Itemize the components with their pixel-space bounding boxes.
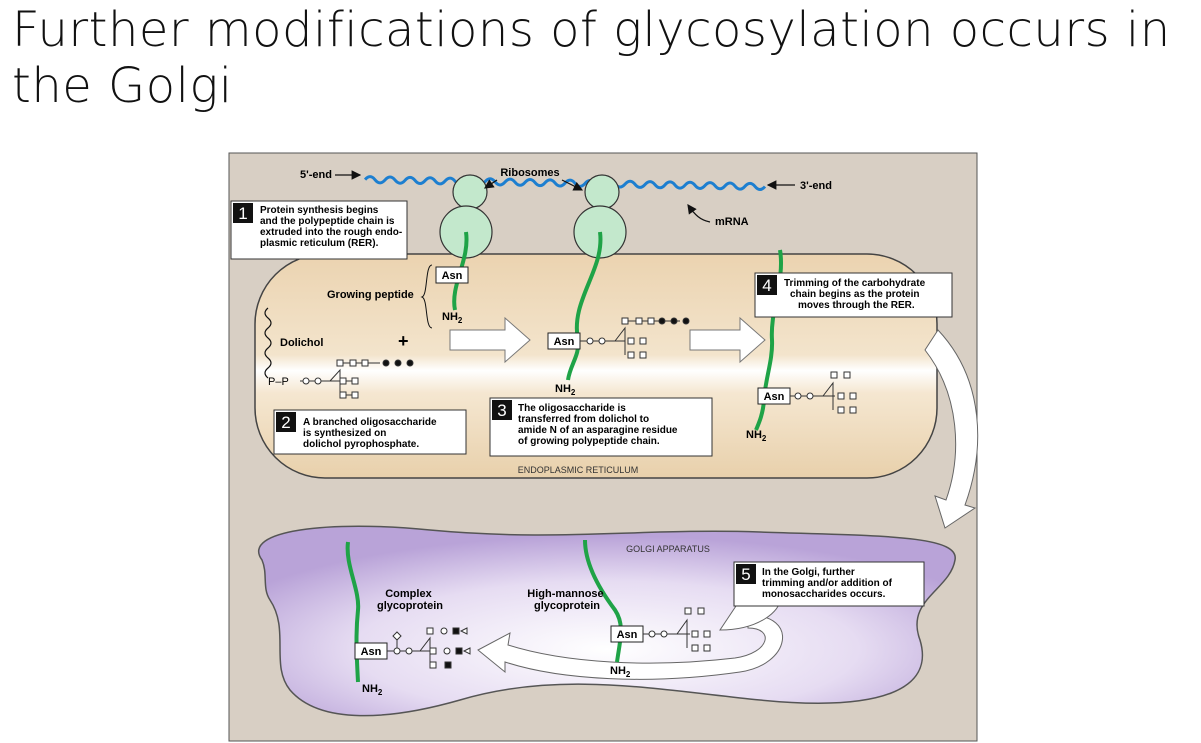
svg-text:Protein synthesis begins: Protein synthesis begins and the polypep… [260,205,405,249]
ribosome-arrow-2 [561,179,584,191]
step-4-box: 4 Trimming of the carbohydrate chain beg… [754,272,953,318]
complex-glycoprotein-label: Complex glycoprotein [377,588,443,612]
peptide-2 [566,231,603,381]
svg-text:Asn: Asn [442,270,463,282]
slide-title: Further modifications of glycosylation o… [12,2,1171,114]
high-mannose-glycoprotein-label: High-mannose glycoprotein [527,588,606,612]
nh2-complex: NH2 [362,683,383,697]
svg-text:NH2: NH2 [362,683,383,697]
nh2-1: NH2 [442,311,463,325]
oligosaccharide-dolichol [300,359,414,399]
nh2-2: NH2 [555,383,576,397]
step-1-box: 1 Protein synthesis begins and the polyp… [230,200,408,260]
growing-peptide-brace [420,264,433,329]
svg-text:Asn: Asn [554,336,575,348]
nh2-high-mannose: NH2 [610,665,631,679]
dolichol-wavy [264,307,272,379]
step-2-box: 2 A branched oligosaccharide is synthesi… [273,409,467,455]
plus-sign: + [398,331,409,351]
golgi-label: GOLGI APPARATUS [626,544,710,554]
mrna-strand [363,175,767,191]
mrna-label: mRNA [715,216,749,228]
peptide-high-mannose [583,539,623,663]
er-to-golgi-arrow [924,329,979,529]
svg-text:NH2: NH2 [442,311,463,325]
svg-text:4: 4 [762,276,771,295]
svg-text:Asn: Asn [764,391,785,403]
oligosaccharide-complex [387,627,471,669]
pyrophosphate-label: P–P [268,376,289,388]
step-3-box: 3 The oligosaccharide is transferred fro… [489,397,713,457]
dolichol-label: Dolichol [280,337,323,349]
three-prime-label: 3'-end [800,180,832,192]
step-5-box: 5 In the Golgi, further trimming and/or … [733,561,925,607]
svg-text:Asn: Asn [361,646,382,658]
golgi-return-arrow [477,614,784,680]
er-label: ENDOPLASMIC RETICULUM [518,465,639,475]
svg-text:2: 2 [281,413,290,432]
five-prime-label: 5'-end [300,169,332,181]
growing-peptide-label: Growing peptide [327,289,414,301]
er-arrow-1 [449,316,531,364]
asn-box-complex: Asn [354,642,388,660]
svg-text:In the Golgi, further tr: In the Golgi, further trimming and/or ad… [762,567,895,600]
svg-text:Asn: Asn [617,629,638,641]
oligosaccharide-high-mannose [643,607,711,652]
asn-box-2: Asn [547,332,581,350]
svg-text:NH2: NH2 [610,665,631,679]
oligosaccharide-2 [580,317,690,359]
svg-text:A branched oligosaccharide: A branched oligosaccharide is synthesize… [303,417,439,450]
svg-text:The oligosaccharide is t: The oligosaccharide is transferred from … [518,403,680,447]
svg-text:3: 3 [497,401,506,420]
svg-text:NH2: NH2 [555,383,576,397]
ribosome-arrow-1 [484,179,498,189]
oligosaccharide-trimmed [790,371,857,414]
svg-text:NH2: NH2 [746,429,767,443]
svg-text:5: 5 [741,565,750,584]
nh2-3: NH2 [746,429,767,443]
er-arrow-2 [689,316,766,364]
asn-box-1: Asn [435,266,469,284]
svg-text:Trimming of the carbohydrate: Trimming of the carbohydrate chain begin… [784,278,928,311]
svg-text:1: 1 [238,204,247,223]
ribosomes-label: Ribosomes [500,167,559,179]
asn-box-3: Asn [757,387,791,405]
mrna-arrow [687,204,711,223]
asn-box-high-mannose: Asn [610,625,644,643]
